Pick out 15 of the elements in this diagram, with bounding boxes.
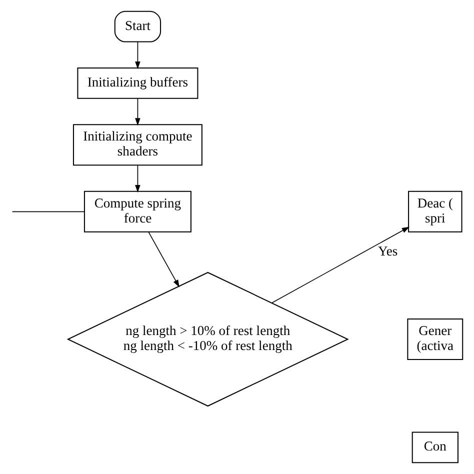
node-box: Gener (activa xyxy=(407,318,464,360)
node-box: Compute spring force xyxy=(84,190,192,232)
connector xyxy=(12,211,85,212)
arrow xyxy=(135,41,140,70)
arrow xyxy=(135,164,140,193)
edge-label: Yes xyxy=(378,243,398,258)
arrow xyxy=(135,98,140,126)
node-box: Initializing compute shaders xyxy=(72,124,202,166)
arrow xyxy=(148,232,180,288)
node-box: Con xyxy=(412,432,458,464)
arrow xyxy=(272,226,410,304)
node-box: Deac ( spri xyxy=(408,190,462,232)
node-diamond: ng length > 10% of rest length ng length < -10% of rest length xyxy=(66,272,349,407)
node-box: Start xyxy=(114,10,162,42)
node-box: Initializing buffers xyxy=(77,67,198,99)
